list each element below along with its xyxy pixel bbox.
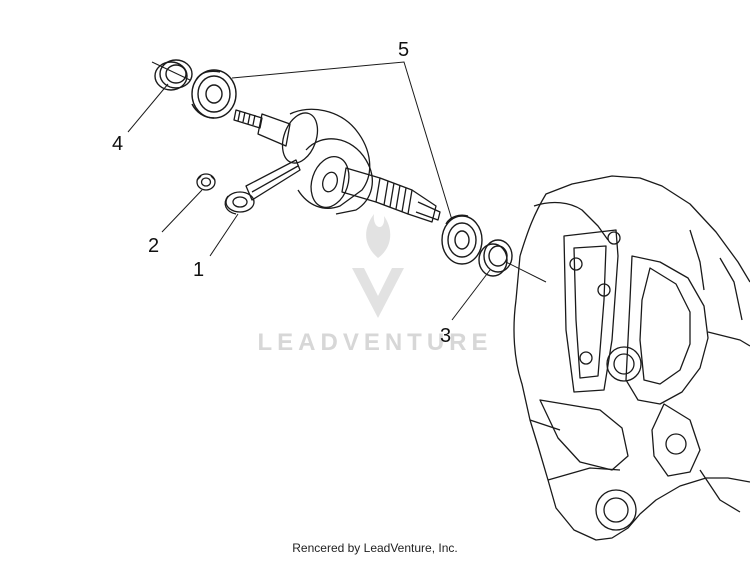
connecting-rod (224, 159, 301, 215)
leader-lines (127, 61, 491, 321)
crankshaft (233, 108, 441, 223)
callout-label-3: 3 (440, 325, 451, 347)
watermark-logo-icon (352, 214, 404, 318)
ball-bearing-part-5-left (191, 69, 237, 119)
ball-bearing-part-5-right (441, 214, 483, 265)
watermark-text: LEADVENTURE (257, 329, 492, 356)
needle-bearing-part-2 (196, 173, 216, 191)
crankcase-housing (513, 175, 750, 541)
callout-label-1: 1 (193, 259, 204, 281)
axis-center-line (151, 61, 547, 283)
callout-label-4: 4 (112, 133, 123, 155)
oil-seal-part-4 (154, 59, 193, 91)
callout-label-5: 5 (398, 39, 409, 61)
oil-seal-part-3 (478, 239, 513, 277)
callout-label-2: 2 (148, 235, 159, 257)
footer-credit: Rencered by LeadVenture, Inc. (292, 541, 458, 555)
